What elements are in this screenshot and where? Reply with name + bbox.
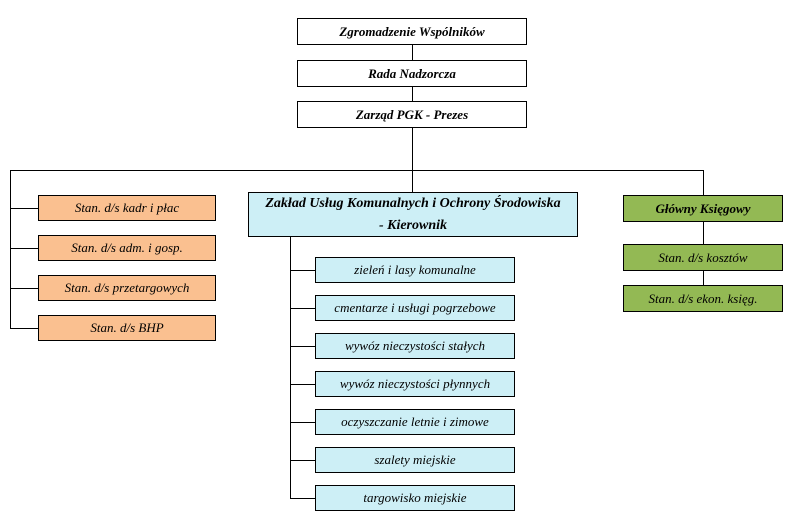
node-rada-nadzorcza: Rada Nadzorcza bbox=[297, 60, 527, 87]
node-stan-kadr-i-plac: Stan. d/s kadr i płac bbox=[38, 195, 216, 221]
node-stan-ekon-ksieg: Stan. d/s ekon. księg. bbox=[623, 285, 783, 312]
node-cmentarze: cmentarze i usługi pogrzebowe bbox=[315, 295, 515, 321]
connector-top3 bbox=[412, 128, 413, 170]
connector-left-tick-3 bbox=[10, 288, 38, 289]
node-stan-adm-i-gosp: Stan. d/s adm. i gosp. bbox=[38, 235, 216, 261]
node-zgromadzenie-wspolnikow: Zgromadzenie Wspólników bbox=[297, 18, 527, 45]
connector-middle-tick-1 bbox=[290, 270, 315, 271]
connector-right-link-1 bbox=[703, 222, 704, 244]
connector-middle-spine bbox=[290, 237, 291, 498]
node-oczyszczanie: oczyszczanie letnie i zimowe bbox=[315, 409, 515, 435]
zaklad-header-line2: - Kierownik bbox=[378, 217, 448, 233]
node-zielen-i-lasy: zieleń i lasy komunalne bbox=[315, 257, 515, 283]
connector-main-horizontal bbox=[10, 170, 704, 171]
connector-middle-drop bbox=[412, 170, 413, 192]
connector-middle-tick-4 bbox=[290, 384, 315, 385]
connector-top1 bbox=[412, 45, 413, 60]
connector-left-drop bbox=[10, 170, 11, 328]
connector-left-tick-1 bbox=[10, 208, 38, 209]
connector-middle-tick-6 bbox=[290, 460, 315, 461]
connector-middle-tick-2 bbox=[290, 308, 315, 309]
node-stan-przetargowych: Stan. d/s przetargowych bbox=[38, 275, 216, 301]
connector-middle-tick-3 bbox=[290, 346, 315, 347]
connector-middle-tick-7 bbox=[290, 498, 315, 499]
node-stan-kosztow: Stan. d/s kosztów bbox=[623, 244, 783, 271]
zaklad-header-line1: Zakład Usług Komunalnych i Ochrony Środo… bbox=[265, 195, 561, 211]
connector-top2 bbox=[412, 87, 413, 101]
connector-left-tick-2 bbox=[10, 248, 38, 249]
node-wywoz-stalych: wywóz nieczystości stałych bbox=[315, 333, 515, 359]
node-glowny-ksiegowy: Główny Księgowy bbox=[623, 195, 783, 222]
connector-middle-tick-5 bbox=[290, 422, 315, 423]
connector-right-link-2 bbox=[703, 271, 704, 285]
node-targowisko-miejskie: targowisko miejskie bbox=[315, 485, 515, 511]
node-zarzad-pgk-prezes: Zarząd PGK - Prezes bbox=[297, 101, 527, 128]
connector-right-drop bbox=[703, 170, 704, 195]
connector-left-tick-4 bbox=[10, 328, 38, 329]
node-szalety-miejskie: szalety miejskie bbox=[315, 447, 515, 473]
node-stan-bhp: Stan. d/s BHP bbox=[38, 315, 216, 341]
node-wywoz-plynnych: wywóz nieczystości płynnych bbox=[315, 371, 515, 397]
node-zaklad-kierownik: Zakład Usług Komunalnych i Ochrony Środo… bbox=[248, 192, 578, 237]
